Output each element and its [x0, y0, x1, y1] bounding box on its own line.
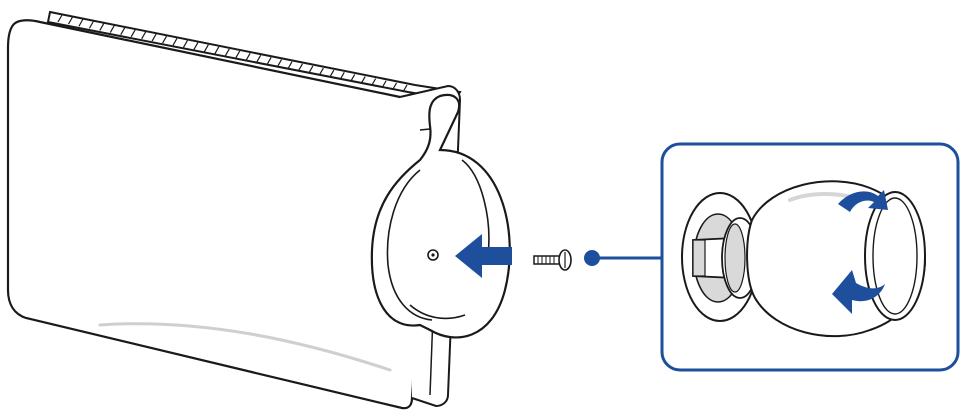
- vent-slat: [130, 29, 136, 38]
- vent-slat: [339, 71, 345, 80]
- callout-dot: [584, 250, 600, 266]
- vent-slat: [88, 21, 94, 29]
- vent-slat: [78, 18, 84, 27]
- vent-slat: [308, 65, 314, 74]
- vent-slat: [277, 59, 283, 67]
- vent-slat: [329, 69, 335, 78]
- arrow-left-icon: [455, 234, 512, 278]
- console-side-panel: [6, 19, 422, 410]
- vent-slat: [151, 33, 157, 42]
- panel-highlight: [98, 322, 392, 372]
- vent-slat: [224, 48, 230, 57]
- vent-slat: [120, 27, 126, 36]
- vent-slat: [318, 67, 324, 76]
- vent-slat: [256, 55, 262, 63]
- vent-slat: [172, 38, 178, 46]
- vent-slat: [392, 82, 398, 91]
- vent-slat: [99, 23, 105, 31]
- vent-slat: [245, 52, 251, 61]
- vent-slat: [297, 63, 303, 72]
- vent-slat: [350, 74, 356, 82]
- stand-inner-curve-3: [409, 304, 466, 320]
- vent-slat: [193, 42, 199, 50]
- vent-slat: [214, 46, 220, 55]
- screw-icon: [533, 249, 572, 271]
- vent-slat: [371, 78, 377, 86]
- vent-slat: [67, 16, 73, 25]
- stand-inner-curve-2: [461, 159, 490, 256]
- vent-slat: [381, 80, 387, 89]
- vent-slat: [266, 57, 272, 65]
- vent-slat: [162, 35, 168, 44]
- vent-slat: [402, 84, 408, 93]
- vent-slat: [109, 25, 115, 33]
- vent-slat: [360, 76, 366, 84]
- vent-slat: [182, 40, 188, 48]
- vent-slat: [57, 14, 63, 23]
- vent-slat: [235, 50, 241, 59]
- stand-inner-curve-1: [386, 169, 433, 321]
- vent-slats: [57, 14, 408, 93]
- vent-slat: [141, 31, 147, 40]
- vent-slat: [203, 44, 209, 52]
- screw-hole-center: [431, 253, 435, 257]
- zoomed-screw: [681, 180, 927, 338]
- rotate-clockwise-icon: [832, 190, 888, 314]
- console: [6, 10, 511, 410]
- vent-slat: [287, 61, 293, 69]
- stand-plate: [370, 93, 511, 339]
